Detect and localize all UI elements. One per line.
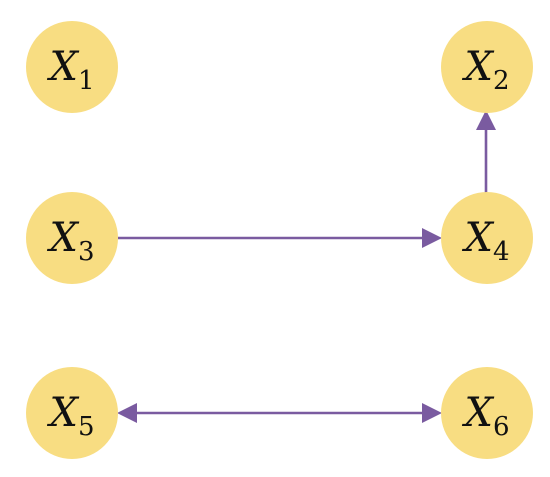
node-x5: X5 (26, 367, 118, 459)
node-x5-circle (26, 367, 118, 459)
node-x6-label: X6 (461, 390, 509, 442)
nodes-layer: X1 X2 X3 X4 X5 (26, 21, 533, 459)
node-x3-circle (26, 192, 118, 284)
edge-x4-to-x2-arrowhead (476, 110, 496, 130)
node-x6-circle (441, 367, 533, 459)
edge-x5-x6-arrowhead-left (117, 403, 137, 423)
node-x4-label: X4 (461, 215, 509, 267)
node-x2: X2 (441, 21, 533, 113)
node-x6: X6 (441, 367, 533, 459)
node-x4: X4 (441, 192, 533, 284)
node-x2-label: X2 (461, 44, 509, 96)
node-x3-label: X3 (46, 215, 94, 267)
node-x1: X1 (26, 21, 118, 113)
node-x4-circle (441, 192, 533, 284)
edges-layer (117, 110, 496, 423)
node-x5-label: X5 (46, 390, 94, 442)
node-x1-label: X1 (46, 44, 94, 96)
edge-x5-x6-arrowhead-right (422, 403, 442, 423)
node-x2-circle (441, 21, 533, 113)
edge-x3-to-x4-arrowhead (422, 228, 442, 248)
node-x3: X3 (26, 192, 118, 284)
node-x1-circle (26, 21, 118, 113)
